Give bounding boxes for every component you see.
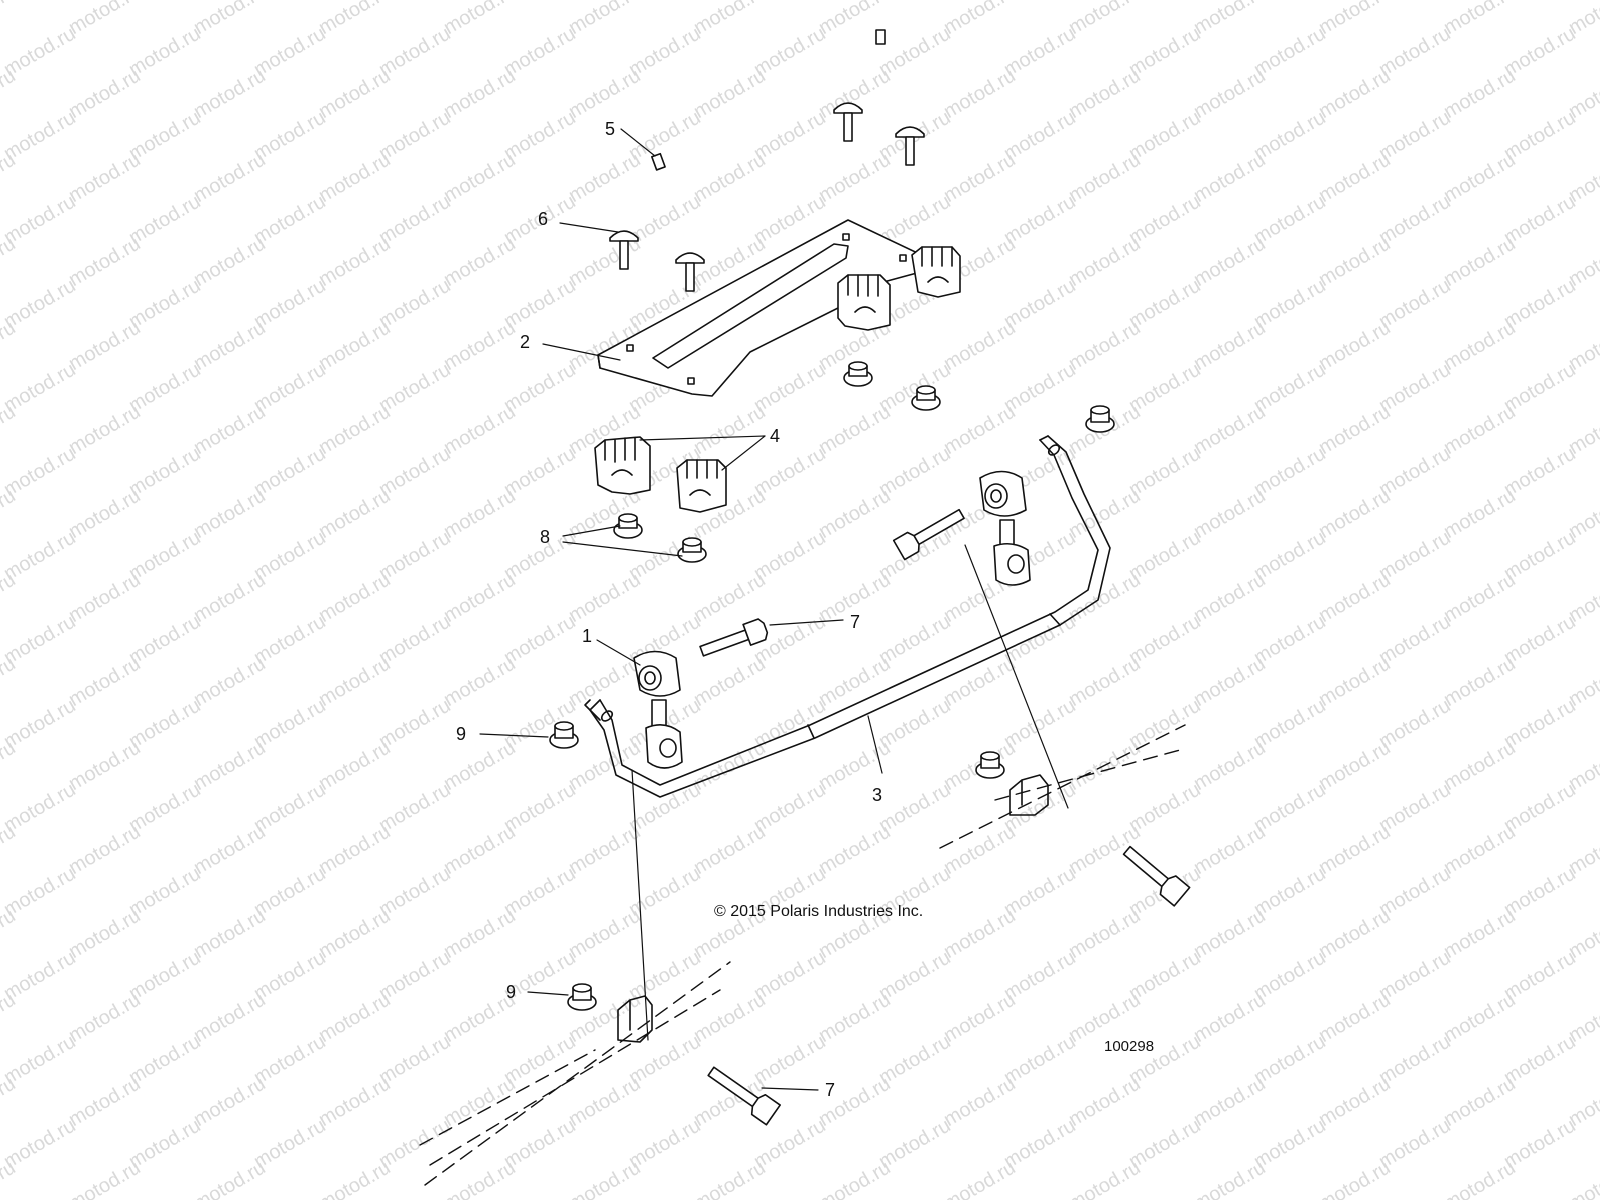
guide-line-left xyxy=(631,769,649,1041)
callout-8: 8 xyxy=(540,527,551,547)
carriage-bolt-group xyxy=(609,102,925,292)
frame-rail-right xyxy=(939,724,1186,849)
leader-lines xyxy=(479,128,883,1091)
stabilizer-bar xyxy=(584,435,1111,798)
callout-4: 4 xyxy=(770,426,781,446)
callout-7-upper: 7 xyxy=(850,612,861,632)
copyright-notice: © 2015 Polaris Industries Inc. xyxy=(714,903,924,920)
frame-bracket-left xyxy=(617,995,653,1043)
callout-5: 5 xyxy=(605,119,616,139)
guide-line-right xyxy=(964,544,1069,809)
bolt-group xyxy=(699,508,1191,1126)
callout-7-lower: 7 xyxy=(825,1080,836,1100)
flange-nut-group xyxy=(549,361,1115,1011)
end-link-right xyxy=(979,470,1031,586)
bushing-group xyxy=(594,246,961,513)
callout-6: 6 xyxy=(538,209,549,229)
frame-rail-left xyxy=(419,961,731,1186)
bushing-right-2 xyxy=(911,246,961,298)
callout-9-upper: 9 xyxy=(456,724,467,744)
callout-9-lower: 9 xyxy=(506,982,517,1002)
callout-3: 3 xyxy=(872,785,883,805)
diagram-number: 100298 xyxy=(1104,1038,1155,1055)
bushing-right-1 xyxy=(837,274,891,331)
bushing-left-2 xyxy=(676,459,727,513)
callout-2: 2 xyxy=(520,332,531,352)
end-link-left xyxy=(633,650,683,769)
frame-bracket-right xyxy=(1009,774,1049,816)
callout-1: 1 xyxy=(582,626,593,646)
set-screw-group xyxy=(651,29,886,171)
bushing-left-1 xyxy=(594,436,651,495)
